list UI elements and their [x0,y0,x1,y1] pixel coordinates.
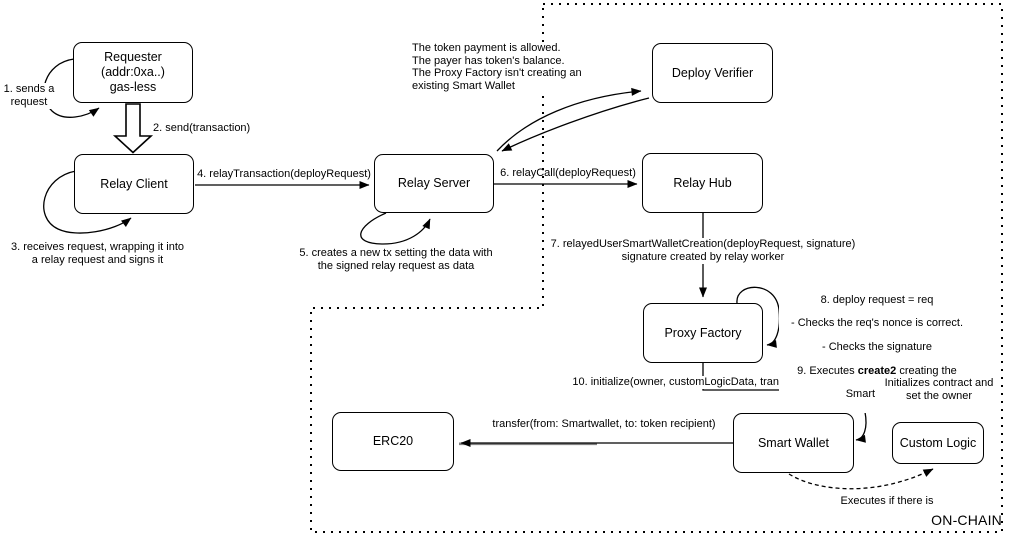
node-relay-server: Relay Server [374,154,494,213]
node-requester: Requester (addr:0xa..) gas-less [73,42,193,103]
note-deploy-verifier: The token payment is allowed. The payer … [412,42,598,92]
label-step1: 1. sends a request [1,83,57,109]
node-proxy-factory: Proxy Factory [643,303,763,363]
note-line: 9. Executes create2 creating the [797,364,957,377]
label-step2: 2. send(transaction) [153,122,275,135]
label-step3: 3. receives request, wrapping it into a … [5,241,190,267]
onchain-region-label: ON-CHAIN [931,512,1002,528]
node-smart-wallet: Smart Wallet [733,413,854,473]
note-initializes: Initializes contract and set the owner [878,377,1000,403]
arrow-executes-dashed [788,468,934,490]
node-relay-client: Relay Client [74,154,194,214]
node-deploy-verifier: Deploy Verifier [652,43,773,103]
label-step6: 6. relayCall(deployRequest) [500,167,636,179]
label-step5: 5. creates a new tx setting the data wit… [295,247,497,273]
node-erc20: ERC20 [332,412,454,471]
label-transfer: transfer(from: Smartwallet, to: token re… [486,418,722,431]
note-line: - Checks the signature [821,340,933,353]
create2-bold: create2 [857,364,897,377]
label-step4: 4. relayTransaction(deployRequest) [194,168,374,181]
note-line: 8. deploy request = req [820,293,934,306]
arrow-step2-block [112,103,154,154]
note-line: - Checks the req's nonce is correct. [790,317,964,330]
arrow-step8-self-loop [736,286,781,348]
label-executes: Executes if there is [834,495,940,508]
note-line: Smart Wallet [845,388,909,401]
node-relay-hub: Relay Hub [642,153,763,213]
node-custom-logic: Custom Logic [892,422,984,464]
arrow-from-deploy-verifier [501,97,650,152]
arrow-to-deploy-verifier [496,87,642,152]
arrow-step1-self-loop [43,58,100,118]
arrow-step3-self-loop [43,170,132,234]
label-step7: 7. relayedUserSmartWalletCreation(deploy… [545,238,861,264]
arrow-step5-self-loop [360,212,431,245]
